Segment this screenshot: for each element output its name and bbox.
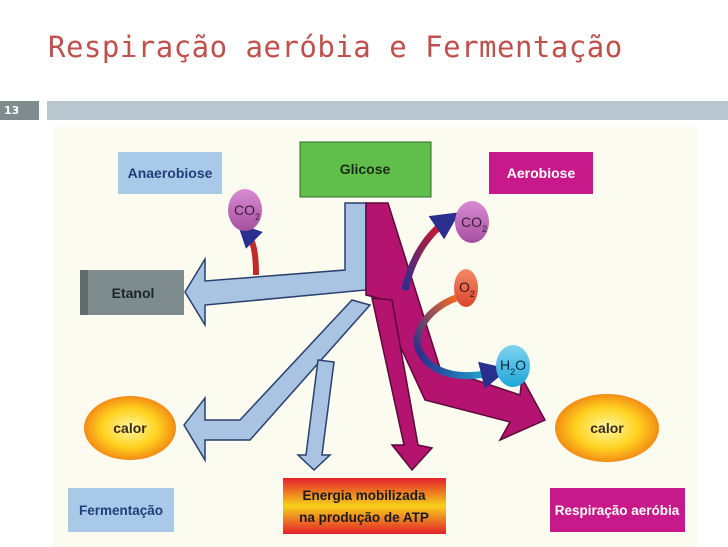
h2o-arrow — [416, 350, 509, 389]
svg-text:O2: O2 — [459, 279, 475, 299]
title-rule — [47, 101, 728, 120]
energy-aerobic-arrow — [371, 297, 434, 472]
co2-left-main: CO — [234, 202, 255, 218]
aerobic-pathway — [365, 202, 547, 472]
calor-anaerobic-arrow — [183, 299, 372, 463]
co2-right-main: CO — [461, 214, 482, 230]
calor-left-label: calor — [113, 420, 147, 436]
calor-left: calor — [84, 396, 176, 460]
energia-line2: na produção de ATP — [299, 510, 429, 525]
fermentacao-box: Fermentação — [68, 488, 174, 532]
co2-right-arrow — [401, 212, 460, 291]
glicose-box: Glicose — [299, 141, 432, 198]
h2o-post: O — [515, 357, 526, 373]
co2-left-arrow — [237, 223, 263, 276]
co2-left-sub: 2 — [255, 212, 260, 222]
anaerobiose-label: Anaerobiose — [128, 165, 213, 181]
etanol-box: Etanol — [80, 270, 184, 315]
co2-left-bubble: CO2 — [228, 189, 262, 231]
svg-text:H2O: H2O — [500, 357, 526, 377]
slide-title: Respiração aeróbia e Fermentação — [48, 30, 623, 64]
o2-arrow — [413, 294, 458, 354]
co2-right-bubble: CO2 — [455, 201, 489, 243]
slide-number: 13 — [0, 101, 39, 120]
svg-text:CO2: CO2 — [461, 214, 487, 234]
respiracao-arrow — [365, 202, 547, 442]
anaerobic-pathway — [183, 202, 372, 472]
energy-anaerobic-arrow — [296, 359, 335, 472]
co2-right-sub: 2 — [482, 224, 487, 234]
energia-line1: Energia mobilizada — [302, 488, 426, 503]
respiracao-label: Respiração aeróbia — [555, 503, 680, 518]
fermentacao-label: Fermentação — [79, 503, 163, 518]
o2-sub: 2 — [470, 289, 475, 299]
etanol-label: Etanol — [112, 285, 155, 301]
calor-right-label: calor — [590, 420, 624, 436]
h2o-bubble: H2O — [496, 345, 530, 387]
energia-box: Energia mobilizada na produção de ATP — [283, 478, 446, 534]
svg-text:CO2: CO2 — [234, 202, 260, 222]
aerobiose-box: Aerobiose — [489, 152, 593, 194]
o2-main: O — [459, 279, 470, 295]
aerobiose-label: Aerobiose — [507, 165, 576, 181]
o2-bubble: O2 — [454, 269, 478, 307]
glicose-label: Glicose — [340, 161, 391, 177]
h2o-pre: H — [500, 357, 510, 373]
anaerobiose-box: Anaerobiose — [118, 152, 222, 194]
calor-right: calor — [555, 394, 659, 462]
respiracao-box: Respiração aeróbia — [550, 488, 685, 532]
h2o-sub: 2 — [510, 367, 515, 377]
etanol-arrow — [184, 202, 367, 328]
